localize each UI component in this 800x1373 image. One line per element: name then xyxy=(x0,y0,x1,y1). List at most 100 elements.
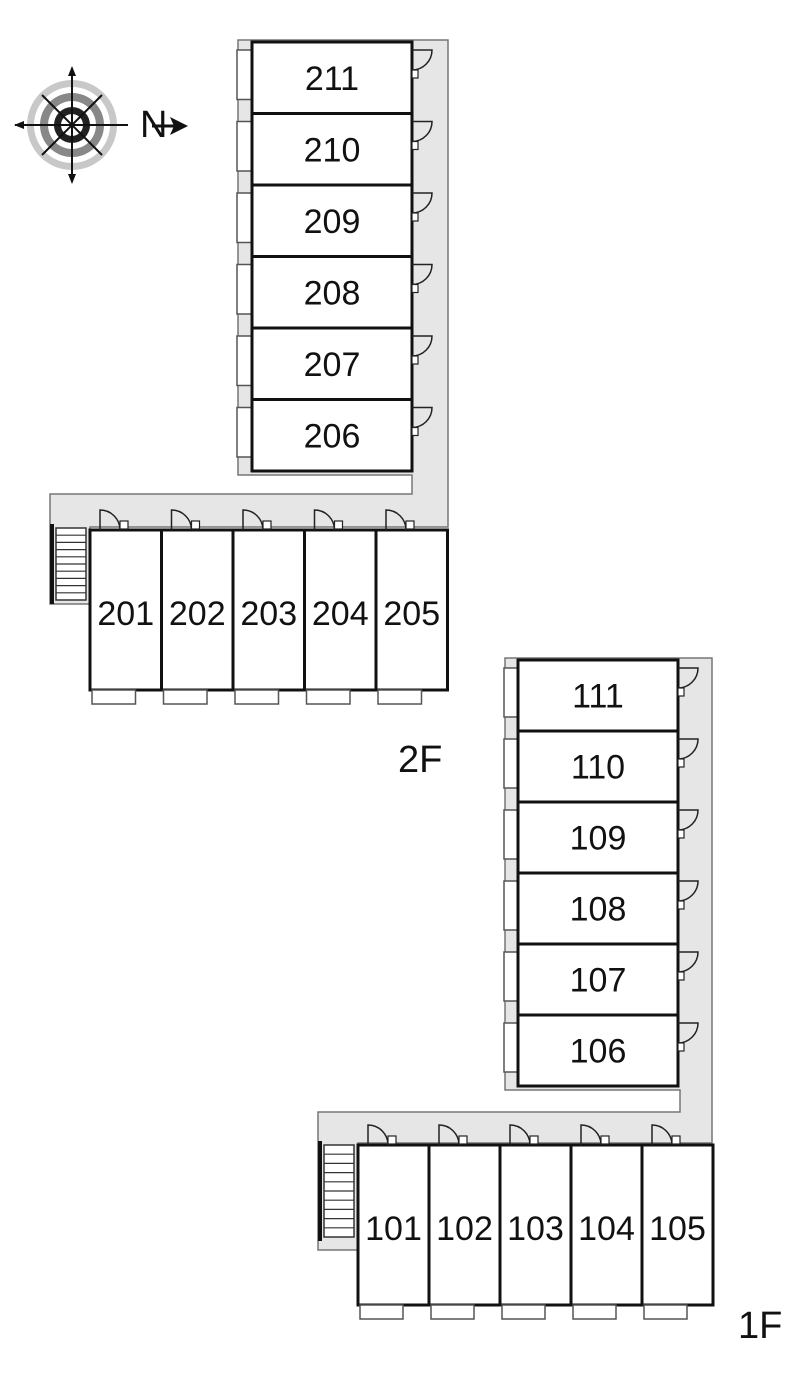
unit-number: 106 xyxy=(570,1033,627,1071)
door-icon xyxy=(99,509,129,531)
unit-110[interactable]: 110 xyxy=(503,729,699,804)
unit-room xyxy=(88,528,163,692)
unit-number: 204 xyxy=(312,595,369,633)
unit-205[interactable]: 205 xyxy=(374,509,449,705)
door-icon xyxy=(677,667,699,697)
unit-107[interactable]: 107 xyxy=(503,942,699,1017)
north-letter: N xyxy=(140,104,167,146)
door-icon xyxy=(677,809,699,839)
unit-210[interactable]: 210 xyxy=(236,112,433,187)
unit-room xyxy=(356,1143,431,1307)
unit-number: 203 xyxy=(240,595,297,633)
door-icon xyxy=(677,880,699,910)
staircase-icon xyxy=(318,1141,355,1241)
compass-icon xyxy=(14,66,188,184)
door-icon xyxy=(385,509,415,531)
balcony xyxy=(503,667,519,718)
unit-104[interactable]: 104 xyxy=(569,1124,644,1320)
unit-room xyxy=(427,1143,502,1307)
unit-102[interactable]: 102 xyxy=(427,1124,502,1320)
unit-number: 103 xyxy=(507,1210,564,1248)
unit-number: 110 xyxy=(571,749,625,787)
balcony xyxy=(503,880,519,931)
unit-number: 205 xyxy=(383,595,440,633)
balcony xyxy=(503,809,519,860)
unit-201[interactable]: 201 xyxy=(88,509,163,705)
unit-room xyxy=(498,1143,573,1307)
unit-101[interactable]: 101 xyxy=(356,1124,431,1320)
unit-number: 105 xyxy=(649,1210,706,1248)
balcony xyxy=(643,1304,688,1320)
door-icon xyxy=(438,1124,468,1146)
unit-206[interactable]: 206 xyxy=(236,398,433,473)
unit-202[interactable]: 202 xyxy=(160,509,235,705)
unit-room xyxy=(250,255,414,330)
unit-number: 210 xyxy=(304,131,361,169)
unit-108[interactable]: 108 xyxy=(503,871,699,946)
unit-room xyxy=(516,729,680,804)
floor-label: 2F xyxy=(398,739,442,781)
unit-203[interactable]: 203 xyxy=(231,509,306,705)
unit-room xyxy=(160,528,235,692)
unit-room xyxy=(516,1013,680,1088)
unit-208[interactable]: 208 xyxy=(236,255,433,330)
balcony xyxy=(305,689,351,705)
balcony xyxy=(236,335,253,387)
unit-number: 108 xyxy=(570,891,627,929)
unit-number: 102 xyxy=(436,1210,493,1248)
balcony xyxy=(236,120,253,172)
door-icon xyxy=(411,335,433,365)
door-icon xyxy=(411,263,433,294)
balcony xyxy=(91,689,137,705)
unit-209[interactable]: 209 xyxy=(236,183,433,258)
unit-number: 206 xyxy=(304,417,361,455)
balcony xyxy=(162,689,208,705)
unit-number: 209 xyxy=(304,203,361,241)
unit-number: 202 xyxy=(169,595,226,633)
balcony xyxy=(572,1304,617,1320)
unit-number: 208 xyxy=(304,274,361,312)
door-icon xyxy=(367,1124,397,1146)
unit-103[interactable]: 103 xyxy=(498,1124,573,1320)
door-icon xyxy=(411,192,433,222)
balcony xyxy=(503,738,519,789)
balcony xyxy=(236,49,253,101)
balcony xyxy=(236,406,253,458)
unit-106[interactable]: 106 xyxy=(503,1013,699,1088)
unit-number: 111 xyxy=(572,678,624,716)
unit-109[interactable]: 109 xyxy=(503,800,699,875)
balcony xyxy=(503,951,519,1002)
door-icon xyxy=(313,509,344,531)
balcony xyxy=(501,1304,546,1320)
unit-111[interactable]: 111 xyxy=(503,658,699,733)
door-icon xyxy=(170,509,201,531)
unit-room xyxy=(250,326,414,401)
door-icon xyxy=(677,1022,699,1052)
balcony xyxy=(236,263,253,315)
unit-number: 207 xyxy=(304,346,361,384)
door-icon xyxy=(651,1124,681,1146)
unit-204[interactable]: 204 xyxy=(303,509,378,705)
door-icon xyxy=(242,509,272,531)
door-icon xyxy=(677,738,699,768)
unit-number: 211 xyxy=(305,60,359,98)
unit-105[interactable]: 105 xyxy=(640,1124,715,1320)
door-icon xyxy=(509,1124,539,1146)
unit-room xyxy=(250,398,414,473)
door-icon xyxy=(411,120,433,151)
door-icon xyxy=(677,951,699,981)
door-icon xyxy=(411,406,433,437)
balcony xyxy=(234,689,280,705)
balcony xyxy=(359,1304,404,1320)
unit-number: 107 xyxy=(570,962,627,1000)
unit-211[interactable]: 211 xyxy=(236,40,433,115)
floor-label: 1F xyxy=(738,1305,782,1347)
door-icon xyxy=(411,49,433,79)
unit-number: 104 xyxy=(578,1210,635,1248)
balcony xyxy=(503,1022,519,1073)
unit-room xyxy=(516,800,680,875)
unit-number: 201 xyxy=(97,595,154,633)
unit-207[interactable]: 207 xyxy=(236,326,433,401)
